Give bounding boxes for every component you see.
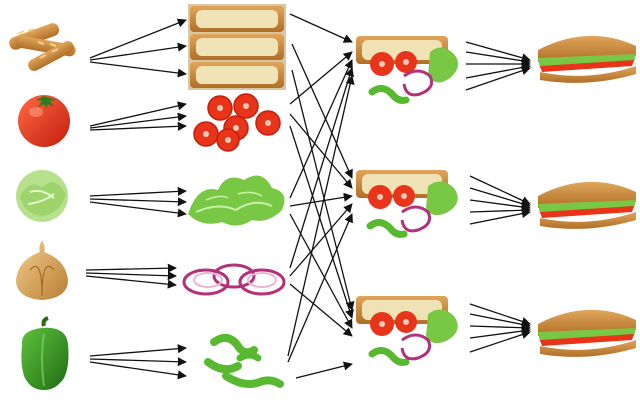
green-pepper-icon (21, 316, 69, 390)
flow-arrow (469, 330, 531, 353)
lettuce-head-icon (16, 170, 68, 222)
flow-arrow (291, 43, 353, 179)
flow-arrow (469, 187, 531, 209)
flow-arrow (85, 263, 177, 273)
onion-icon (16, 240, 68, 300)
sandwich-3-icon (538, 309, 636, 357)
pepper-strips-icon (204, 333, 284, 388)
flow-arrow (465, 63, 531, 79)
flow-arrow (89, 361, 187, 380)
flow-arrow (289, 13, 353, 43)
flow-arrow (465, 41, 531, 63)
sandwich-1-icon (538, 35, 636, 83)
flow-arrow (465, 66, 531, 91)
flow-arrow (469, 205, 531, 215)
flow-arrow (89, 344, 187, 357)
flow-arrow (89, 201, 187, 218)
lettuce-leaves-icon (188, 175, 285, 226)
flow-arrow (89, 197, 187, 207)
flow-arrow (89, 101, 187, 127)
arrow-layer (85, 13, 531, 380)
flow-arrow (85, 271, 177, 281)
flow-arrow (469, 209, 531, 225)
flow-arrow (89, 186, 187, 197)
flow-arrow (287, 213, 353, 363)
flow-arrow (469, 313, 531, 329)
flow-arrow (289, 67, 354, 269)
flow-arrow (289, 125, 354, 319)
flow-arrow (289, 51, 353, 105)
flow-arrow (89, 61, 187, 78)
flow-arrow (469, 303, 531, 326)
tomato-slices-icon (193, 93, 281, 152)
assembly-set-1-icon (356, 36, 459, 104)
flow-arrow (85, 275, 177, 289)
flow-arrow (289, 113, 353, 189)
assembly-set-2-icon (356, 170, 458, 238)
flow-arrow (289, 203, 353, 277)
onion-rings-icon (182, 263, 286, 296)
flow-arrow (469, 326, 531, 339)
flow-arrow (89, 357, 187, 367)
flow-arrow (289, 192, 353, 207)
flow-arrow (289, 59, 353, 199)
tomato-icon (18, 95, 70, 147)
sliced-bread-stack-icon (188, 4, 286, 90)
flow-arrow (89, 42, 187, 61)
flow-arrow (291, 69, 355, 311)
assembly-set-3-icon (356, 296, 458, 366)
flow-arrow (89, 112, 187, 129)
flow-arrow (289, 283, 353, 337)
flow-arrow (469, 323, 531, 333)
flow-arrow (89, 121, 187, 131)
sandwich-2-icon (538, 181, 636, 229)
flow-arrow (295, 361, 353, 379)
flow-arrow (469, 175, 531, 205)
flow-arrow (469, 199, 531, 212)
baguette-icon (9, 23, 76, 71)
flow-arrow (465, 51, 531, 66)
flow-arrow (287, 75, 355, 357)
flow-arrow (89, 18, 187, 59)
